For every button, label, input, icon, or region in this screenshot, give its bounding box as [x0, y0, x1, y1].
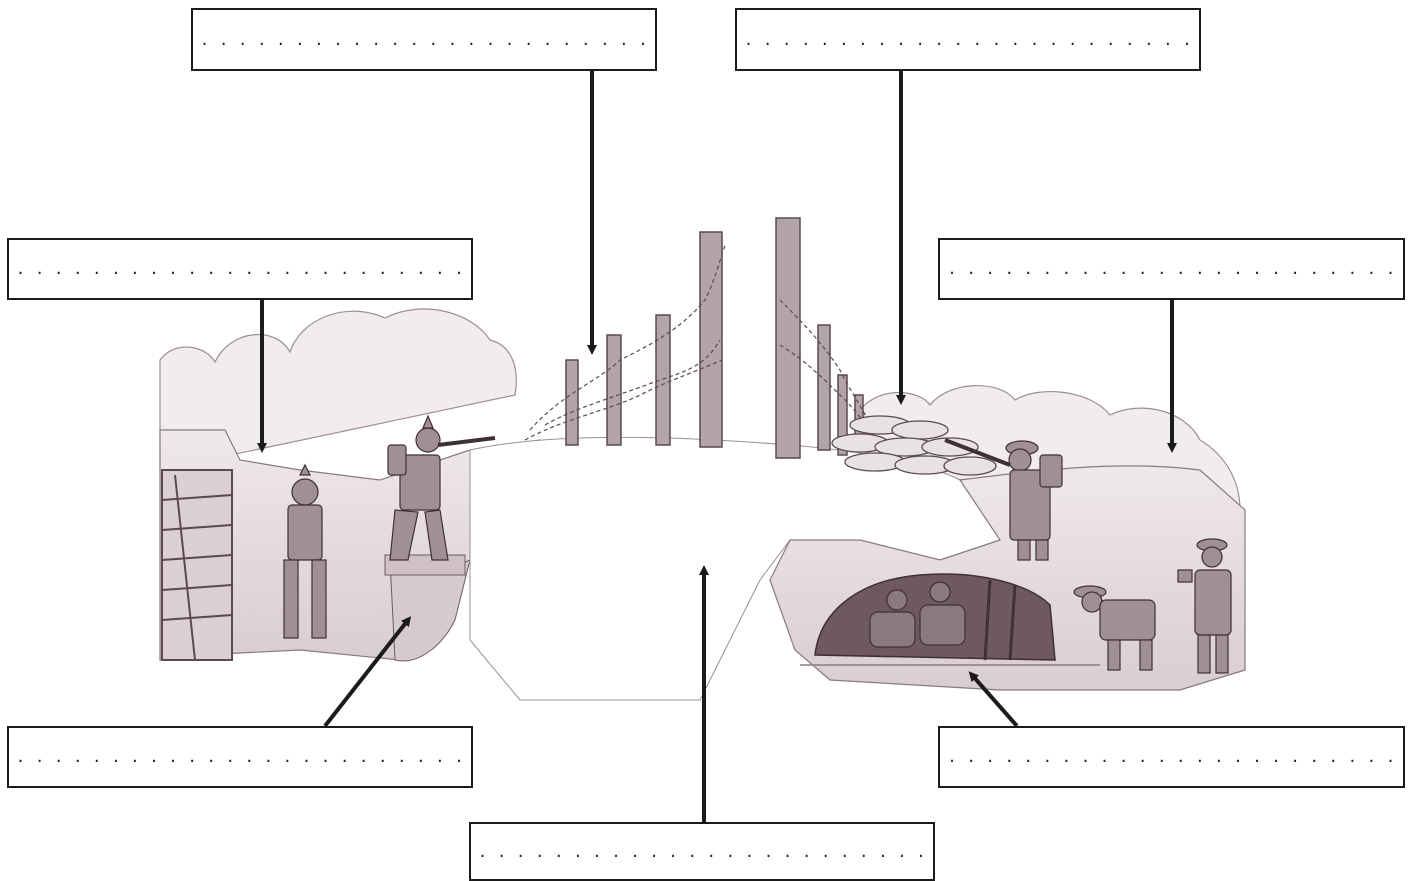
- revetment-planks: [161, 469, 233, 661]
- arrow-to-fire-step: [323, 616, 412, 728]
- label-box-no-mans-land[interactable]: . . . . . . . . . . . . . . . . . . . . …: [469, 822, 935, 881]
- label-box-left-trench[interactable]: . . . . . . . . . . . . . . . . . . . . …: [7, 238, 473, 300]
- sandbags: [831, 415, 997, 476]
- barbed-wire-posts: [565, 217, 864, 459]
- arrow-to-dugout: [968, 671, 1019, 728]
- soldiers: [283, 414, 1232, 674]
- pointer-arrows: [257, 68, 1177, 822]
- left-trench: [159, 429, 541, 662]
- label-box-barbed-wire[interactable]: . . . . . . . . . . . . . . . . . . . . …: [191, 8, 657, 71]
- label-box-right-trench[interactable]: . . . . . . . . . . . . . . . . . . . . …: [938, 238, 1405, 300]
- label-box-fire-step[interactable]: . . . . . . . . . . . . . . . . . . . . …: [7, 726, 473, 788]
- label-box-dugout[interactable]: . . . . . . . . . . . . . . . . . . . . …: [938, 726, 1405, 788]
- label-box-sandbags[interactable]: . . . . . . . . . . . . . . . . . . . . …: [735, 8, 1201, 71]
- barbed-wire-strands: [524, 244, 871, 441]
